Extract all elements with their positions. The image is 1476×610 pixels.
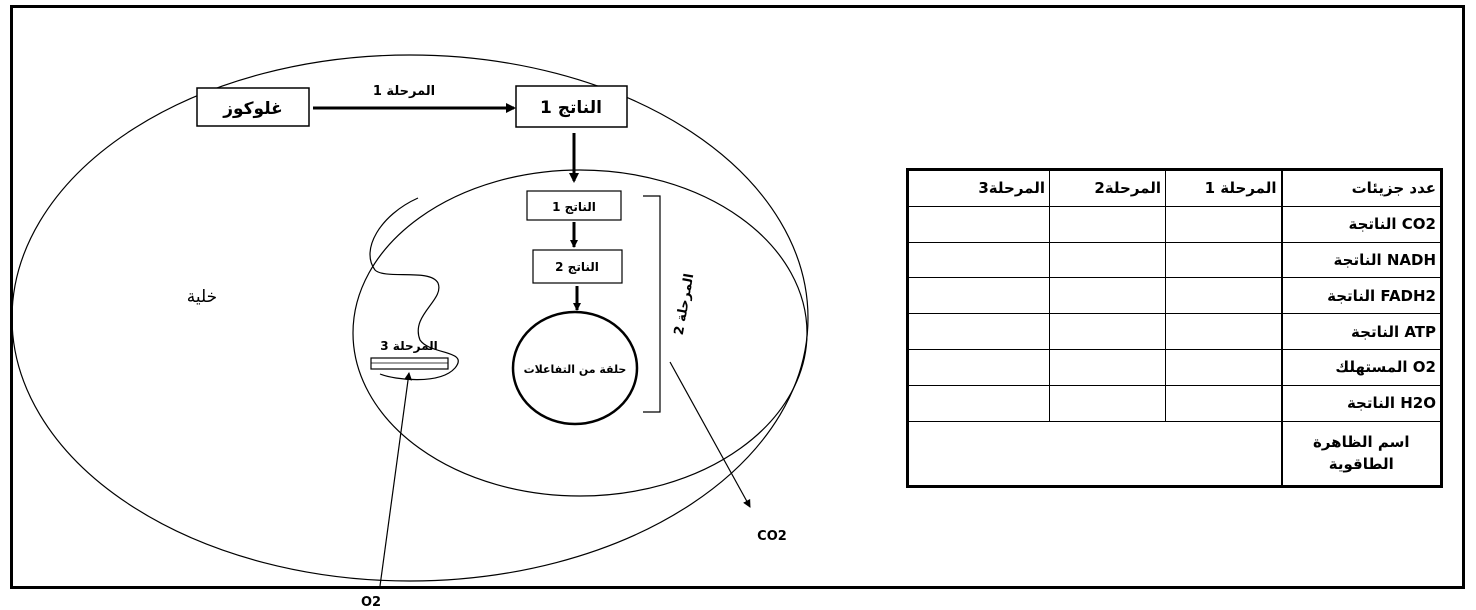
cycle-label: حلقة من التفاعلات [524,363,627,376]
table-cell[interactable] [1165,313,1282,350]
stage1-label: المرحلة 1 [373,84,435,99]
row-label: CO2 الناتجة [1280,205,1442,243]
row-label: ATP الناتجة [1280,313,1442,350]
inner-product1-label: الناتج 1 [552,200,596,214]
inner-product1-box [526,190,622,221]
o2-arrow [379,372,413,587]
row-label: FADH2 الناتجة [1280,277,1442,315]
table-cell[interactable] [907,348,1050,386]
header-stage1: المرحلة 1 [1165,169,1282,207]
table-cell[interactable] [1049,384,1166,422]
co2-label: CO2 [757,529,787,544]
krebs-cycle-circle [511,310,639,426]
figure-frame [10,5,1465,589]
table-row: FADH2 الناتجة [907,277,1442,315]
table-cell[interactable] [1049,241,1166,279]
stage2-label: المرحلة 2 [672,272,698,336]
glucose-box [196,87,310,127]
table-cell[interactable] [1049,348,1166,386]
table-cell[interactable] [1049,277,1166,315]
table-row: NADH الناتجة [907,241,1442,279]
header-stage3: المرحلة3 [907,169,1050,207]
table-cell[interactable] [907,277,1050,315]
table-cell[interactable] [1165,348,1282,386]
row-label: NADH الناتجة [1280,241,1442,279]
table-row-phenomenon: اسم الظاهرة الطاقوية [907,420,1442,487]
header-molecules: عدد جزيئات [1280,169,1442,207]
respiration-table: عدد جزيئات المرحلة 1 المرحلة2 المرحلة3 C… [906,168,1443,488]
co2-arrow [669,361,751,508]
product1-box [515,85,628,128]
table-cell[interactable] [1049,205,1166,243]
table-cell[interactable] [907,241,1050,279]
row-label: O2 المستهلك [1280,348,1442,386]
table-row: ATP الناتجة [907,313,1442,350]
table-cell[interactable] [1165,277,1282,315]
table-cell[interactable] [1165,384,1282,422]
table-cell[interactable] [1165,241,1282,279]
o2-label: O2 [361,595,381,610]
mitochondrion-membrane [352,169,808,497]
product1-label: الناتج 1 [540,98,602,118]
table-cell[interactable] [907,384,1050,422]
table-row: H2O الناتجة [907,384,1442,422]
table-row: O2 المستهلك [907,348,1442,386]
inner-product2-box [532,249,623,284]
table-cell[interactable] [1165,205,1282,243]
table-cell[interactable] [1049,313,1166,350]
phenomenon-answer-cell[interactable] [907,420,1282,487]
cell-label: خلية [187,287,217,307]
row-label: H2O الناتجة [1280,384,1442,422]
inner-product2-label: الناتج 2 [555,260,599,274]
stage3-box [370,357,449,370]
table-cell[interactable] [907,313,1050,350]
glucose-label: غلوكوز [222,99,283,119]
row-label-phenomenon: اسم الظاهرة الطاقوية [1280,420,1442,487]
mitochondrion-crista [369,197,459,381]
table-row: CO2 الناتجة [907,205,1442,243]
cell-membrane [11,54,809,582]
stage3-label: المرحلة 3 [380,339,438,353]
header-stage2: المرحلة2 [1049,169,1166,207]
table-header-row: عدد جزيئات المرحلة 1 المرحلة2 المرحلة3 [907,169,1442,207]
table-cell[interactable] [907,205,1050,243]
stage2-bracket [643,195,661,413]
